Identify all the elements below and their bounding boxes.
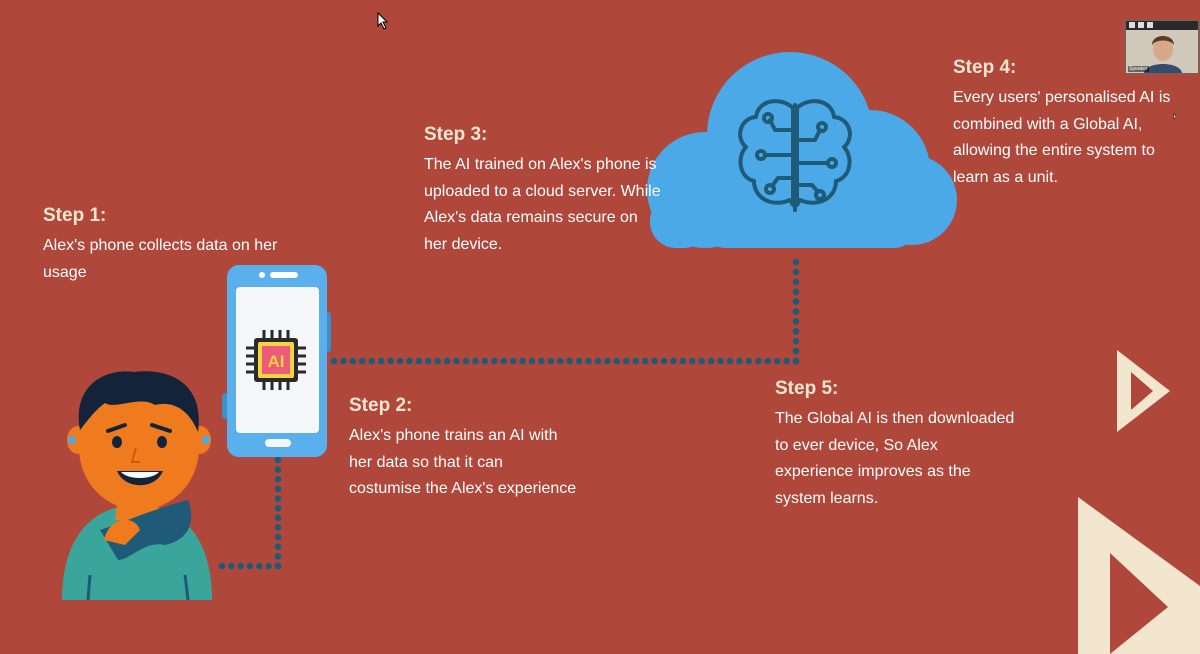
step-1-body: Alex's phone collects data on her usage xyxy=(43,237,278,281)
avatar xyxy=(62,371,212,601)
brain-circuit-icon xyxy=(738,99,852,212)
video-control-icon[interactable] xyxy=(1138,22,1144,28)
cursor-icon xyxy=(377,11,389,30)
participant-label: Speaker xyxy=(1128,66,1149,72)
step-3: Step 3: The AI trained on Alex's phone i… xyxy=(424,124,664,258)
step-3-body: The AI trained on Alex's phone is upload… xyxy=(424,156,661,253)
step-4: Step 4: Every users' personalised AI is … xyxy=(953,57,1183,191)
step-2: Step 2: Alex's phone trains an AI with h… xyxy=(349,395,579,503)
large-triangle-icon xyxy=(1078,497,1200,654)
video-toolbar xyxy=(1126,21,1198,30)
step-3-title: Step 3: xyxy=(424,124,488,145)
step-1: Step 1: Alex's phone collects data on he… xyxy=(43,205,283,286)
small-cursor-icon xyxy=(1173,112,1177,120)
step-1-title: Step 1: xyxy=(43,205,107,226)
chip-label: AI xyxy=(268,352,285,371)
step-4-title: Step 4: xyxy=(953,57,1017,78)
step-2-title: Step 2: xyxy=(349,395,413,416)
step-5-title: Step 5: xyxy=(775,378,839,399)
step-5: Step 5: The Global AI is then downloaded… xyxy=(775,378,1015,512)
video-control-icon[interactable] xyxy=(1129,22,1135,28)
step-4-body: Every users' personalised AI is combined… xyxy=(953,89,1171,186)
ai-chip-icon: AI xyxy=(246,330,306,390)
video-control-icon[interactable] xyxy=(1147,22,1153,28)
step-5-body: The Global AI is then downloaded to ever… xyxy=(775,410,1015,507)
step-2-body: Alex's phone trains an AI with her data … xyxy=(349,427,577,497)
play-triangle-icon xyxy=(1117,350,1170,432)
webcam-person-icon xyxy=(1126,30,1198,73)
video-call-thumbnail[interactable]: Speaker xyxy=(1125,20,1199,74)
